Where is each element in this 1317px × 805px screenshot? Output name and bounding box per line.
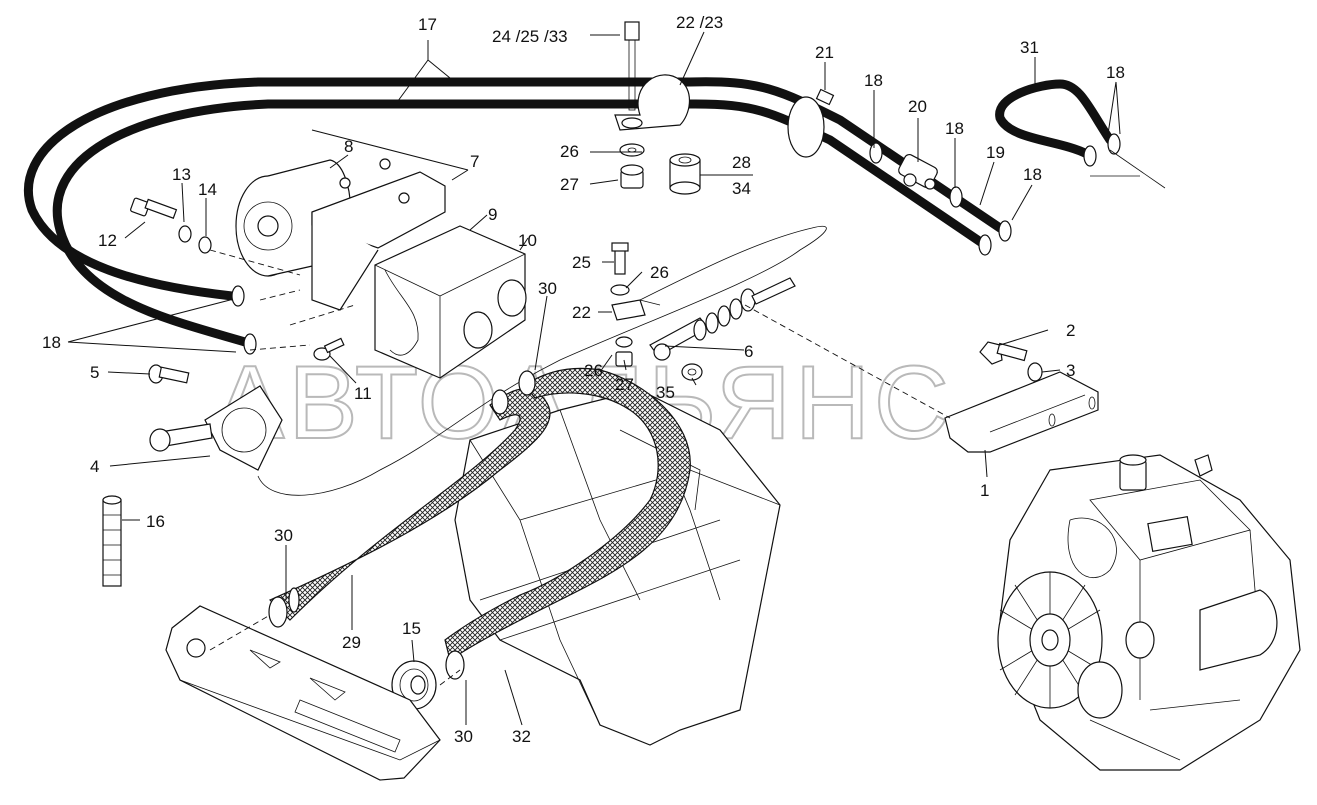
callout-27-b: 27: [615, 375, 634, 394]
bracket-1: [944, 341, 1099, 453]
callout-16: 16: [146, 512, 165, 531]
callout-1: 1: [980, 481, 989, 500]
cable-clamp-22: [610, 242, 646, 367]
callout-10: 10: [518, 231, 537, 250]
callout-18-a: 18: [864, 71, 883, 90]
fan-blades: [997, 571, 1103, 709]
callout-30-a: 30: [538, 279, 557, 298]
callout-18-c: 18: [1106, 63, 1125, 82]
callout-14: 14: [198, 180, 217, 199]
callout-26-a: 26: [560, 142, 579, 161]
hose-clamps: [231, 133, 1121, 355]
callout-18-b: 18: [945, 119, 964, 138]
washer-13: [178, 225, 192, 243]
callout-22: 22: [572, 303, 591, 322]
valve-20: [898, 153, 938, 190]
callout-labels: 17 24 /25 /33 22 /23 21 18 20 18 31 18 1…: [42, 13, 1125, 746]
callout-26-b: 26: [650, 263, 669, 282]
callout-28: 28: [732, 153, 751, 172]
nut-35: [681, 363, 703, 381]
callout-27-a: 27: [560, 175, 579, 194]
callout-20: 20: [908, 97, 927, 116]
callout-31: 31: [1020, 38, 1039, 57]
clamp-ring-21: [787, 96, 825, 158]
callout-9: 9: [488, 205, 497, 224]
callout-26-c: 26: [584, 361, 603, 380]
callout-8: 8: [344, 137, 353, 156]
callout-18-e: 18: [42, 333, 61, 352]
heater-unit: [235, 158, 527, 379]
callout-30-c: 30: [454, 727, 473, 746]
callout-35: 35: [656, 383, 675, 402]
spacer-28: [669, 153, 701, 195]
callout-6: 6: [744, 342, 753, 361]
callout-19: 19: [986, 143, 1005, 162]
heater-control-4: [149, 385, 283, 471]
bolt-12: [130, 197, 178, 219]
callout-3: 3: [1066, 361, 1075, 380]
callout-5: 5: [90, 363, 99, 382]
callout-13: 13: [172, 165, 191, 184]
callout-17: 17: [418, 15, 437, 34]
washer-26: [619, 143, 645, 157]
air-duct-hoses: [268, 367, 691, 680]
callout-4: 4: [90, 457, 99, 476]
leader-lines: [67, 31, 1121, 726]
hose-bracket-22: [614, 21, 690, 131]
callout-32: 32: [512, 727, 531, 746]
callout-15: 15: [402, 619, 421, 638]
callout-30-b: 30: [274, 526, 293, 545]
washer-14: [198, 236, 212, 254]
tie-strap-21: [815, 88, 835, 106]
callout-29: 29: [342, 633, 361, 652]
nut-27: [620, 164, 644, 189]
callout-25: 25: [572, 253, 591, 272]
callout-7: 7: [470, 152, 479, 171]
heater-hoses: [23, 77, 1005, 347]
callout-2: 2: [1066, 321, 1075, 340]
engine-illustration: [997, 454, 1301, 771]
callout-34: 34: [732, 179, 751, 198]
callout-21: 21: [815, 43, 834, 62]
item-16-strip: [102, 495, 122, 587]
callout-24-25-33: 24 /25 /33: [492, 27, 568, 46]
assembly-lines: [209, 149, 1166, 686]
callout-22-23: 22 /23: [676, 13, 723, 32]
floor-duct-panel: [165, 605, 441, 781]
hose-31: [995, 79, 1115, 159]
callout-18-d: 18: [1023, 165, 1042, 184]
callout-12: 12: [98, 231, 117, 250]
bolt-5: [148, 364, 190, 384]
bolt-11: [313, 337, 345, 361]
control-cable-6: [257, 225, 827, 496]
callout-11: 11: [354, 384, 372, 403]
